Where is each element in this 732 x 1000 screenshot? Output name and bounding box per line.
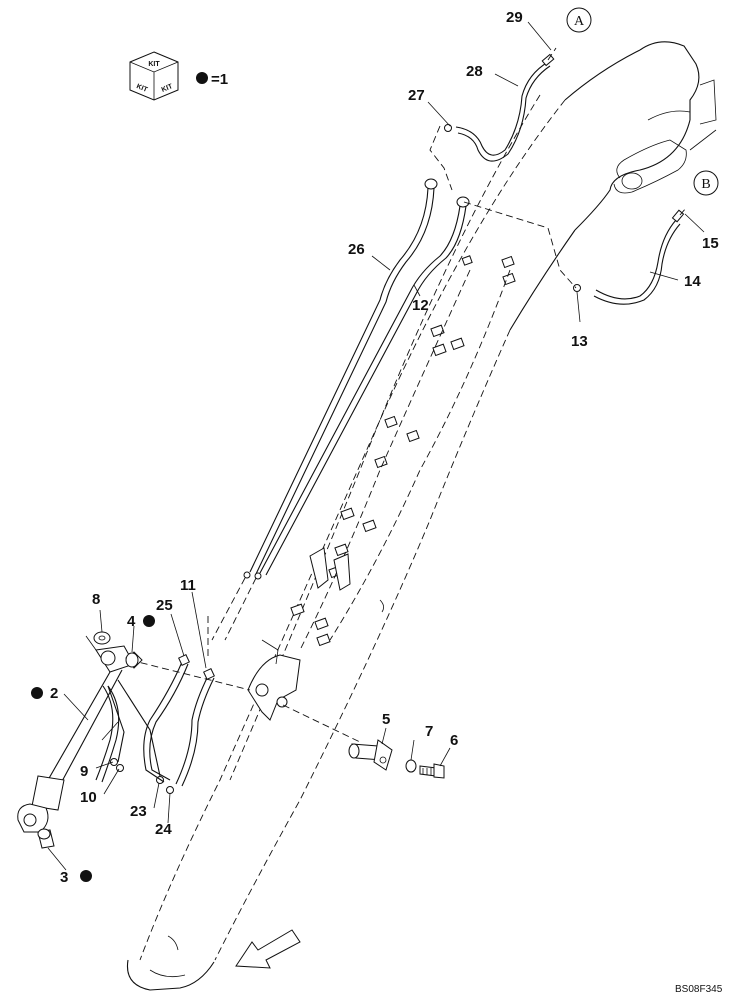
callout-4: 4 (127, 613, 136, 630)
drawing-code: BS08F345 (675, 984, 723, 995)
boom (126, 41, 717, 991)
callout-14: 14 (684, 273, 701, 290)
washer-8 (93, 631, 111, 645)
svg-text:KIT: KIT (148, 61, 160, 68)
callout-7: 7 (425, 723, 433, 740)
hose-14 (573, 209, 685, 305)
kit-box-icon: KIT KIT KIT (129, 51, 179, 101)
hose-25 (143, 654, 190, 783)
leader-lines (47, 21, 705, 871)
callout-12: 12 (412, 297, 429, 314)
callout-9: 9 (80, 763, 88, 780)
kit-equals: =1 (211, 71, 228, 88)
svg-text:KIT: KIT (161, 83, 175, 94)
reference-a: A (566, 7, 592, 33)
hose-11 (175, 668, 215, 787)
reference-b: B (693, 170, 719, 196)
pipe-bracket (247, 547, 351, 721)
kit-dot-2 (31, 687, 43, 699)
pin-5 (348, 739, 393, 771)
pipe-26 (243, 178, 438, 579)
callout-10: 10 (80, 789, 97, 806)
kit-dot-4 (143, 615, 155, 627)
callout-6: 6 (450, 732, 458, 749)
callout-23: 23 (130, 803, 147, 820)
washer-7 (405, 759, 417, 773)
kit-dot-3 (80, 870, 92, 882)
arrow-down-left-icon (235, 929, 301, 969)
bushing-4 (125, 651, 143, 669)
callouts: 29 28 27 26 12 15 14 13 11 8 25 4 2 9 10… (31, 9, 719, 886)
callout-24: 24 (155, 821, 172, 838)
callout-27: 27 (408, 87, 425, 104)
callout-15: 15 (702, 235, 719, 252)
cylinder (17, 635, 161, 833)
callout-13: 13 (571, 333, 588, 350)
kit-legend-dot (196, 72, 208, 84)
svg-text:KIT: KIT (135, 83, 149, 94)
callout-11: 11 (180, 577, 196, 594)
bushing-3 (37, 828, 55, 849)
callout-5: 5 (382, 711, 390, 728)
connection-lines (129, 47, 687, 743)
callout-29: 29 (506, 9, 523, 26)
bolt-6 (419, 763, 445, 779)
kit-legend: KIT KIT KIT =1 (129, 51, 228, 101)
callout-3: 3 (60, 869, 68, 886)
callout-2: 2 (50, 685, 58, 702)
svg-text:A: A (574, 14, 585, 29)
callout-28: 28 (466, 63, 483, 80)
svg-text:B: B (701, 177, 710, 192)
callout-25: 25 (156, 597, 173, 614)
pipe-12 (254, 196, 470, 580)
callout-8: 8 (92, 591, 100, 608)
fittings-lower (110, 758, 174, 794)
hose-28 (444, 53, 555, 162)
callout-26: 26 (348, 241, 365, 258)
